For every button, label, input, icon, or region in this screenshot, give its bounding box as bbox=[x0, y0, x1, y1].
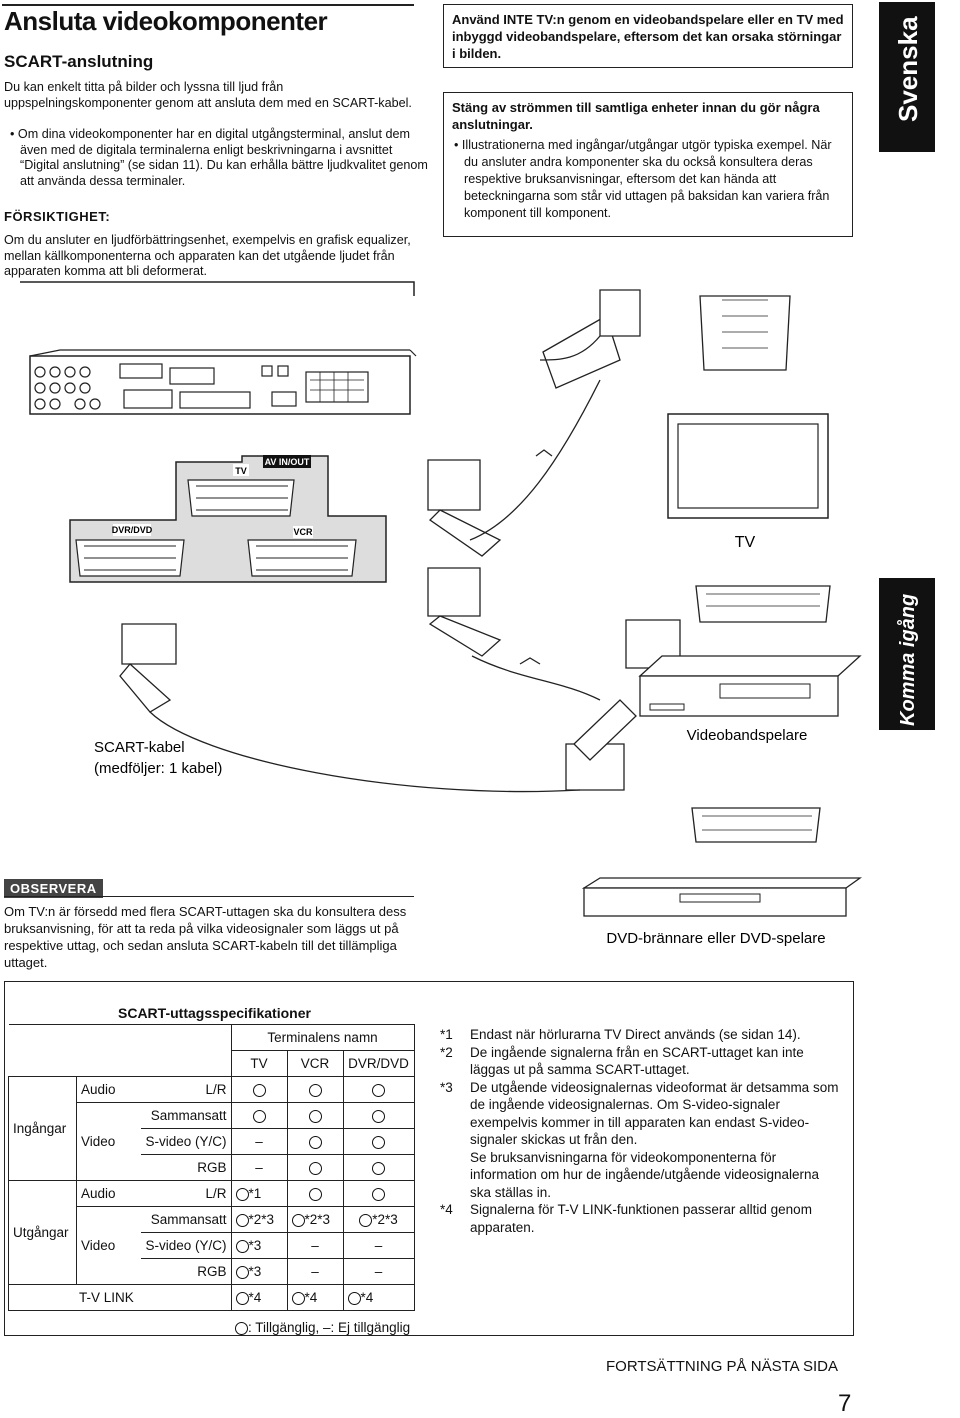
dvd-label: DVD-brännare eller DVD-spelare bbox=[606, 930, 825, 947]
spec-composite: Sammansatt bbox=[140, 1102, 231, 1129]
table-row: Utgångar Audio L/R *1 bbox=[8, 1180, 415, 1285]
section-tab-label: Komma igång bbox=[897, 593, 919, 726]
panel-vcr-label: VCR bbox=[293, 527, 313, 537]
digital-bullet: • Om dina videokomponenter har en digita… bbox=[10, 127, 428, 188]
caution-text: Om du ansluter en ljudförbättringsenhet,… bbox=[4, 233, 411, 278]
table-row: S-video (Y/C) – bbox=[9, 1128, 415, 1155]
warning-box: Använd INTE TV:n genom en videobandspela… bbox=[443, 4, 853, 68]
table-row: RGB – bbox=[9, 1154, 415, 1181]
spec-inputs-label: Ingångar bbox=[8, 1076, 77, 1181]
scart-plugs bbox=[119, 289, 681, 791]
power-off-warning: Stäng av strömmen till samtliga enheter … bbox=[452, 100, 820, 132]
vcr-illustration bbox=[638, 655, 862, 843]
illustration-bullet: • Illustrationerna med ingångar/utgångar… bbox=[454, 138, 832, 220]
table-row: Ingångar Audio L/R bbox=[8, 1076, 415, 1181]
scart-cables bbox=[149, 335, 601, 793]
table-row: Video Sammansatt bbox=[9, 1102, 415, 1181]
spec-svideo: S-video (Y/C) bbox=[140, 1128, 231, 1155]
spec-header-vcr: VCR bbox=[286, 1050, 344, 1077]
title-rule bbox=[2, 4, 414, 6]
caution-heading: FÖRSIKTIGHET: bbox=[4, 209, 111, 224]
spec-audio: Audio bbox=[76, 1076, 141, 1103]
panel-dvd-label: DVR/DVD bbox=[112, 525, 153, 535]
spec-header-tv: TV bbox=[230, 1050, 288, 1077]
spec-lr: L/R bbox=[140, 1076, 231, 1103]
spec-box bbox=[4, 981, 854, 1336]
panel-tv-label: TV bbox=[235, 466, 247, 476]
preparation-box: Stäng av strömmen till samtliga enheter … bbox=[443, 92, 853, 237]
footnote-item: Se bruksanvisningarna för videokomponent… bbox=[470, 1149, 819, 1200]
table-row: T-V LINK *4*4*4 bbox=[8, 1284, 415, 1311]
language-tab: Svenska bbox=[879, 2, 935, 152]
note-text: Om TV:n är försedd med flera SCART-uttag… bbox=[4, 904, 407, 970]
page-title: Ansluta videokomponenter bbox=[4, 6, 328, 36]
table-row: S-video (Y/C) *3–– bbox=[9, 1232, 415, 1259]
spec-legend: : Tillgänglig, –: Ej tillgänglig bbox=[248, 1320, 411, 1335]
note-rule bbox=[4, 896, 414, 897]
warning-text: Använd INTE TV:n genom en videobandspela… bbox=[452, 12, 844, 61]
intro-text: Du kan enkelt titta på bilder och lyssna… bbox=[4, 80, 412, 110]
spec-header-dvd: DVR/DVD bbox=[342, 1050, 415, 1077]
spec-table: Terminalens namn TV VCR DVR/DVD Ingångar… bbox=[8, 1024, 415, 1340]
continued-label: FORTSÄTTNING PÅ NÄSTA SIDA bbox=[606, 1358, 838, 1375]
tv-label: TV bbox=[735, 534, 756, 551]
language-tab-label: Svenska bbox=[893, 16, 923, 122]
vcr-label: Videobandspelare bbox=[687, 727, 808, 744]
spec-rgb: RGB bbox=[140, 1154, 231, 1181]
spec-header-group: Terminalens namn bbox=[230, 1024, 415, 1051]
bracket-line bbox=[20, 281, 415, 296]
page-number: 7 bbox=[838, 1390, 852, 1417]
tv-illustration bbox=[667, 295, 831, 623]
cable-label-1: SCART-kabel bbox=[94, 739, 185, 756]
table-row: Video Sammansatt *2*3*2*3*2*3 bbox=[9, 1206, 415, 1285]
panel-av-label: AV IN/OUT bbox=[265, 457, 310, 467]
section-tab: Komma igång bbox=[879, 578, 935, 730]
spec-title: SCART-uttagsspecifikationer bbox=[118, 1005, 311, 1021]
cable-label-2: (medföljer: 1 kabel) bbox=[94, 760, 222, 777]
receiver-scart-panel: TV AV IN/OUT DVR/DVD VCR bbox=[69, 455, 387, 583]
spec-tvlink: T-V LINK bbox=[8, 1284, 232, 1311]
spec-video: Video bbox=[76, 1102, 141, 1181]
connection-diagram: TV AV IN/OUT DVR/DVD VCR bbox=[20, 281, 863, 947]
dvd-illustration bbox=[581, 877, 863, 917]
spec-outputs-label: Utgångar bbox=[8, 1180, 77, 1285]
receiver-rear-panel bbox=[29, 349, 417, 415]
note-badge: OBSERVERA bbox=[4, 879, 103, 898]
section-subtitle: SCART-anslutning bbox=[4, 52, 154, 71]
